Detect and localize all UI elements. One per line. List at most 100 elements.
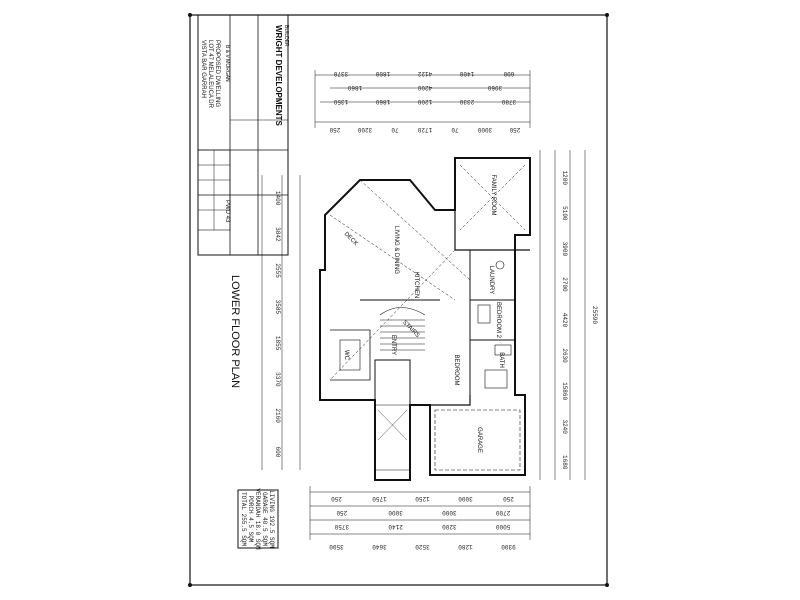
room-label: LIVING & DINING [393,226,399,274]
dimension-label: 2555 [274,263,281,278]
dimension-label: 1280 [458,543,473,550]
dimension-label: 3900 [561,242,568,257]
corner-mark [188,583,192,587]
builder-label: BUILDER [283,25,289,47]
dimension-label: 4200 [417,84,432,91]
dimension-labels-right: 1200 5100 3900 2700 4420 2630 15860 3240 1680 255… [561,171,598,470]
dimension-label: 1200 [561,171,568,186]
client-name: B & V MORGAN [224,45,230,82]
project-line-3: VISTA BAR GARRAH [200,40,206,98]
dimension-label: 3200 [357,126,372,133]
dimension-label: 2700 [496,509,511,516]
dimension-labels-top: 3370 1800 4122 1400 600 1860 4200 3960 1350 1860 1… [329,70,520,133]
area-schedule-box [237,489,279,549]
dimension-label: 9300 [501,543,516,550]
dimension-label: 70 [391,126,399,133]
dimension-label: 3200 [442,523,457,530]
room-label: GARAGE [476,427,482,453]
dimension-label: 4122 [417,70,432,77]
dimension-label: 250 [509,126,520,133]
dimensions-bottom [309,486,531,540]
dimension-label: 4420 [561,313,568,328]
dimension-label: 3000 [477,126,492,133]
room-label: KITCHEN [413,272,419,298]
dimension-label: 3780 [501,98,516,105]
title-block [197,14,289,256]
area-schedule-line: LIVING 192.5 SQM [268,490,275,548]
area-schedule-line: PORCH 4.5 SQM [247,496,254,543]
dimension-label: 3640 [372,543,387,550]
room-labels: FAMILY ROOM LIVING & DINING BEDROOM 2 BEDRO… [343,174,504,452]
dimension-label: 3585 [274,300,281,315]
project-line-1: PROPOSED DWELLING [214,40,220,107]
dimension-label: 1680 [561,455,568,470]
dimension-label: 2330 [459,98,474,105]
sheet-title: LOWER FLOOR PLAN [229,275,241,388]
room-label: STAIRS [401,320,420,339]
dimension-label: 1860 [375,98,390,105]
dimension-label: 3240 [561,419,568,434]
corner-mark [188,13,192,17]
dimension-label: 1720 [417,126,432,133]
area-schedule-line: GARAGE 40.5 SQM [261,492,268,546]
project-line-2: LOT 47 MELALEUCA DR [207,40,213,109]
room-label: LAUNDRY [488,266,494,295]
room-label: WC [343,350,349,361]
room-label: BEDROOM 2 [495,302,501,339]
room-label: DECK [343,231,359,247]
dimension-label: 250 [329,126,340,133]
dimension-label: 5100 [561,206,568,221]
sheet-border [189,14,608,586]
dimension-label: 1800 [375,70,390,77]
dimension-label: 1400 [459,70,474,77]
dimension-label: 250 [336,509,347,516]
dimension-label: 2700 [561,277,568,292]
dimension-label: 1350 [333,98,348,105]
corner-mark [605,13,609,17]
area-schedule-line: VERANDAH 18.0 SQM [254,488,261,550]
room-label: BEDROOM [453,354,459,385]
dimensions-top [314,70,531,128]
dimension-label: 3842 [274,227,281,242]
dimension-label: 3370 [274,372,281,387]
dimensions-right [539,150,586,480]
dimension-label: 600 [503,70,514,77]
area-schedule-line: TOTAL 255.5 SQM [240,492,247,546]
dimension-label: 3520 [415,543,430,550]
dimension-label: 250 [331,495,342,502]
dimension-label: 1750 [372,495,387,502]
dimension-label: 15860 [561,382,568,400]
company-name: WRIGHT DEVELOPMENTS [274,25,283,127]
dimension-label: 2140 [388,523,403,530]
dimension-label: 3000 [458,495,473,502]
dimension-label: 600 [274,446,281,457]
dimension-label: 3960 [487,84,502,91]
dimension-labels-left: 1400 3842 2555 3585 1855 3370 2160 600 [274,191,281,458]
dimension-label: 3500 [329,543,344,550]
dimension-label: 2160 [274,408,281,423]
dimension-label: 1200 [417,98,432,105]
dimension-label: 1400 [274,191,281,206]
dimension-label: 250 [503,495,514,502]
dimension-label: 3000 [388,509,403,516]
dimension-label: 5000 [496,523,511,530]
dimension-label: 1250 [415,495,430,502]
dimension-label: 3370 [333,70,348,77]
drawing-number: PWD 43 [224,200,230,223]
room-label: FAMILY ROOM [490,174,496,215]
dimension-label: 1855 [274,336,281,351]
dimension-label: 3000 [442,509,457,516]
room-label: BATH [498,352,504,368]
floor-plan [319,157,531,481]
dimensions-left [261,175,301,470]
dimension-label: 2630 [561,348,568,363]
room-label: ENTRY [390,335,396,355]
dimension-label: 1860 [347,84,362,91]
dimension-label: 70 [451,126,459,133]
dimension-label: 25590 [591,306,598,324]
dimension-label: 3750 [334,523,349,530]
corner-mark [605,583,609,587]
